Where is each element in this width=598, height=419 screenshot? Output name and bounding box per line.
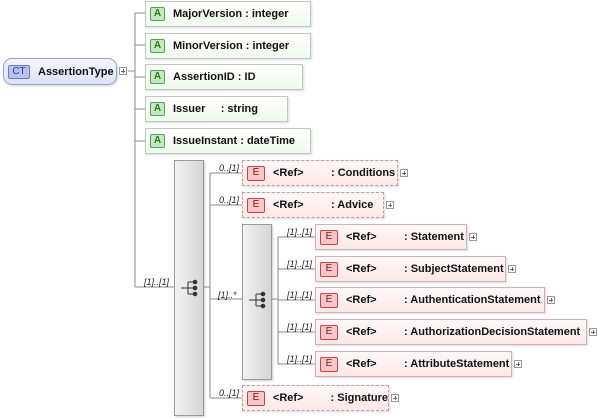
attribute-label: Issuer : string — [173, 103, 258, 115]
expand-toggle[interactable] — [547, 296, 555, 304]
element-ref: <Ref> — [273, 199, 304, 211]
complex-type-badge: CT — [8, 64, 30, 79]
element-cardinality: [1]..[1] — [287, 227, 313, 237]
element-badge: E — [247, 165, 265, 181]
attribute-node[interactable]: A AssertionID : ID — [145, 64, 303, 90]
element-node-signature[interactable]: E <Ref> : Signature — [242, 385, 389, 411]
element-ref: <Ref> — [272, 392, 304, 404]
element-badge: E — [320, 324, 338, 340]
expand-toggle[interactable] — [400, 169, 408, 177]
expand-toggle[interactable] — [469, 233, 477, 241]
element-node-conditions[interactable]: E <Ref> : Conditions — [242, 160, 398, 186]
element-node-subject-statement[interactable]: E <Ref> : SubjectStatement — [315, 256, 506, 282]
element-name: : Advice — [331, 199, 374, 211]
element-cardinality: [1]..[1] — [287, 259, 313, 269]
element-name: : AuthorizationDecisionStatement — [404, 326, 581, 338]
attribute-node[interactable]: A MinorVersion : integer — [145, 33, 311, 59]
attribute-node[interactable]: A Issuer : string — [145, 96, 288, 122]
element-badge: E — [247, 197, 265, 213]
element-badge: E — [320, 261, 338, 277]
collapse-toggle[interactable] — [119, 67, 127, 75]
element-cardinality: 0..[1] — [219, 195, 240, 205]
element-name: : SubjectStatement — [404, 263, 504, 275]
element-cardinality: 0..[1] — [219, 388, 240, 398]
attribute-node[interactable]: A MajorVersion : integer — [145, 1, 311, 27]
expand-toggle[interactable] — [391, 394, 399, 402]
expand-toggle[interactable] — [508, 265, 516, 273]
element-node-attribute-statement[interactable]: E <Ref> : AttributeStatement — [315, 351, 512, 377]
element-name: : Statement — [404, 231, 464, 243]
element-ref: <Ref> — [273, 167, 304, 179]
choice-cardinality: [1]..* — [218, 290, 237, 300]
attribute-label: MajorVersion : integer — [173, 8, 289, 20]
attribute-badge: A — [150, 134, 165, 148]
element-ref: <Ref> — [346, 231, 377, 243]
element-node-authentication-statement[interactable]: E <Ref> : AuthenticationStatement — [315, 287, 545, 313]
element-name: : Conditions — [331, 167, 396, 179]
element-node-advice[interactable]: E <Ref> : Advice — [242, 192, 384, 218]
element-node-authorization-decision-statement[interactable]: E <Ref> : AuthorizationDecisionStatement — [315, 319, 587, 345]
attribute-label: AssertionID : ID — [173, 71, 256, 83]
attribute-label: IssueInstant : dateTime — [173, 135, 296, 147]
element-node-statement[interactable]: E <Ref> : Statement — [315, 224, 467, 250]
choice-icon — [249, 291, 266, 309]
element-badge: E — [320, 356, 338, 372]
sequence-cardinality: [1]..[1] — [144, 277, 170, 287]
complex-type-name: AssertionType — [38, 65, 114, 78]
element-ref: <Ref> — [346, 358, 377, 370]
element-name: : Signature — [330, 392, 388, 404]
expand-toggle[interactable] — [589, 328, 597, 336]
element-ref: <Ref> — [346, 294, 377, 306]
element-cardinality: [1]..[1] — [287, 322, 313, 332]
expand-toggle[interactable] — [514, 360, 522, 368]
sequence-compositor[interactable] — [174, 160, 204, 416]
element-name: : AuthenticationStatement — [404, 294, 541, 306]
attribute-badge: A — [150, 102, 165, 116]
element-cardinality: 0..[1] — [219, 163, 240, 173]
sequence-icon — [181, 279, 198, 297]
attribute-node[interactable]: A IssueInstant : dateTime — [145, 128, 311, 154]
element-badge: E — [247, 390, 265, 406]
element-name: : AttributeStatement — [404, 358, 510, 370]
element-cardinality: [1]..[1] — [287, 354, 313, 364]
expand-toggle[interactable] — [386, 201, 394, 209]
choice-compositor[interactable] — [242, 224, 272, 380]
element-badge: E — [320, 292, 338, 308]
element-badge: E — [320, 229, 338, 245]
attribute-badge: A — [150, 70, 165, 84]
element-ref: <Ref> — [346, 326, 377, 338]
attribute-badge: A — [150, 39, 165, 53]
complex-type-node[interactable]: CT AssertionType — [3, 58, 117, 85]
attribute-label: MinorVersion : integer — [173, 40, 290, 52]
attribute-badge: A — [150, 7, 165, 21]
element-cardinality: [1]..[1] — [287, 290, 313, 300]
element-ref: <Ref> — [346, 263, 377, 275]
